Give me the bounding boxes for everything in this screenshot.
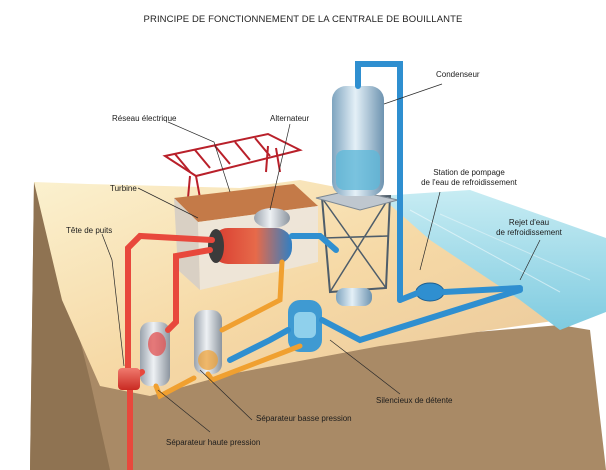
label-silencieux: Silencieux de détente bbox=[376, 396, 453, 405]
ground-cross-section-dark bbox=[30, 182, 110, 470]
label-reseau-electrique: Réseau électrique bbox=[112, 114, 177, 123]
label-tete-de-puits: Tête de puits bbox=[66, 226, 113, 235]
turbine bbox=[212, 228, 292, 264]
label-turbine: Turbine bbox=[110, 184, 137, 193]
label-station-pompage: Station de pompage de l'eau de refroidis… bbox=[414, 168, 524, 188]
leader-lines bbox=[101, 83, 541, 433]
label-alternateur: Alternateur bbox=[270, 114, 310, 123]
wellhead bbox=[118, 368, 140, 390]
label-rejet-line2: de refroidissement bbox=[496, 228, 562, 237]
label-separateur-basse: Séparateur basse pression bbox=[256, 414, 352, 423]
turbine-building-front bbox=[174, 198, 200, 290]
power-pylon bbox=[162, 132, 303, 199]
label-rejet-eau: Rejet d'eau de refroidissement bbox=[484, 218, 574, 238]
label-separateur-haute: Séparateur haute pression bbox=[166, 438, 261, 447]
diagram-title: PRINCIPE DE FONCTIONNEMENT DE LA CENTRAL… bbox=[143, 14, 463, 25]
cold-pipes bbox=[227, 61, 523, 363]
label-condenseur: Condenseur bbox=[436, 70, 480, 79]
turbine-building-roof bbox=[174, 184, 318, 222]
condenser-cone bbox=[336, 288, 372, 306]
label-station-line1: Station de pompage bbox=[433, 168, 505, 177]
label-station-line2: de l'eau de refroidissement bbox=[421, 178, 517, 187]
warm-pipes bbox=[153, 259, 303, 400]
alternator bbox=[254, 208, 290, 228]
label-rejet-line1: Rejet d'eau bbox=[508, 218, 550, 227]
